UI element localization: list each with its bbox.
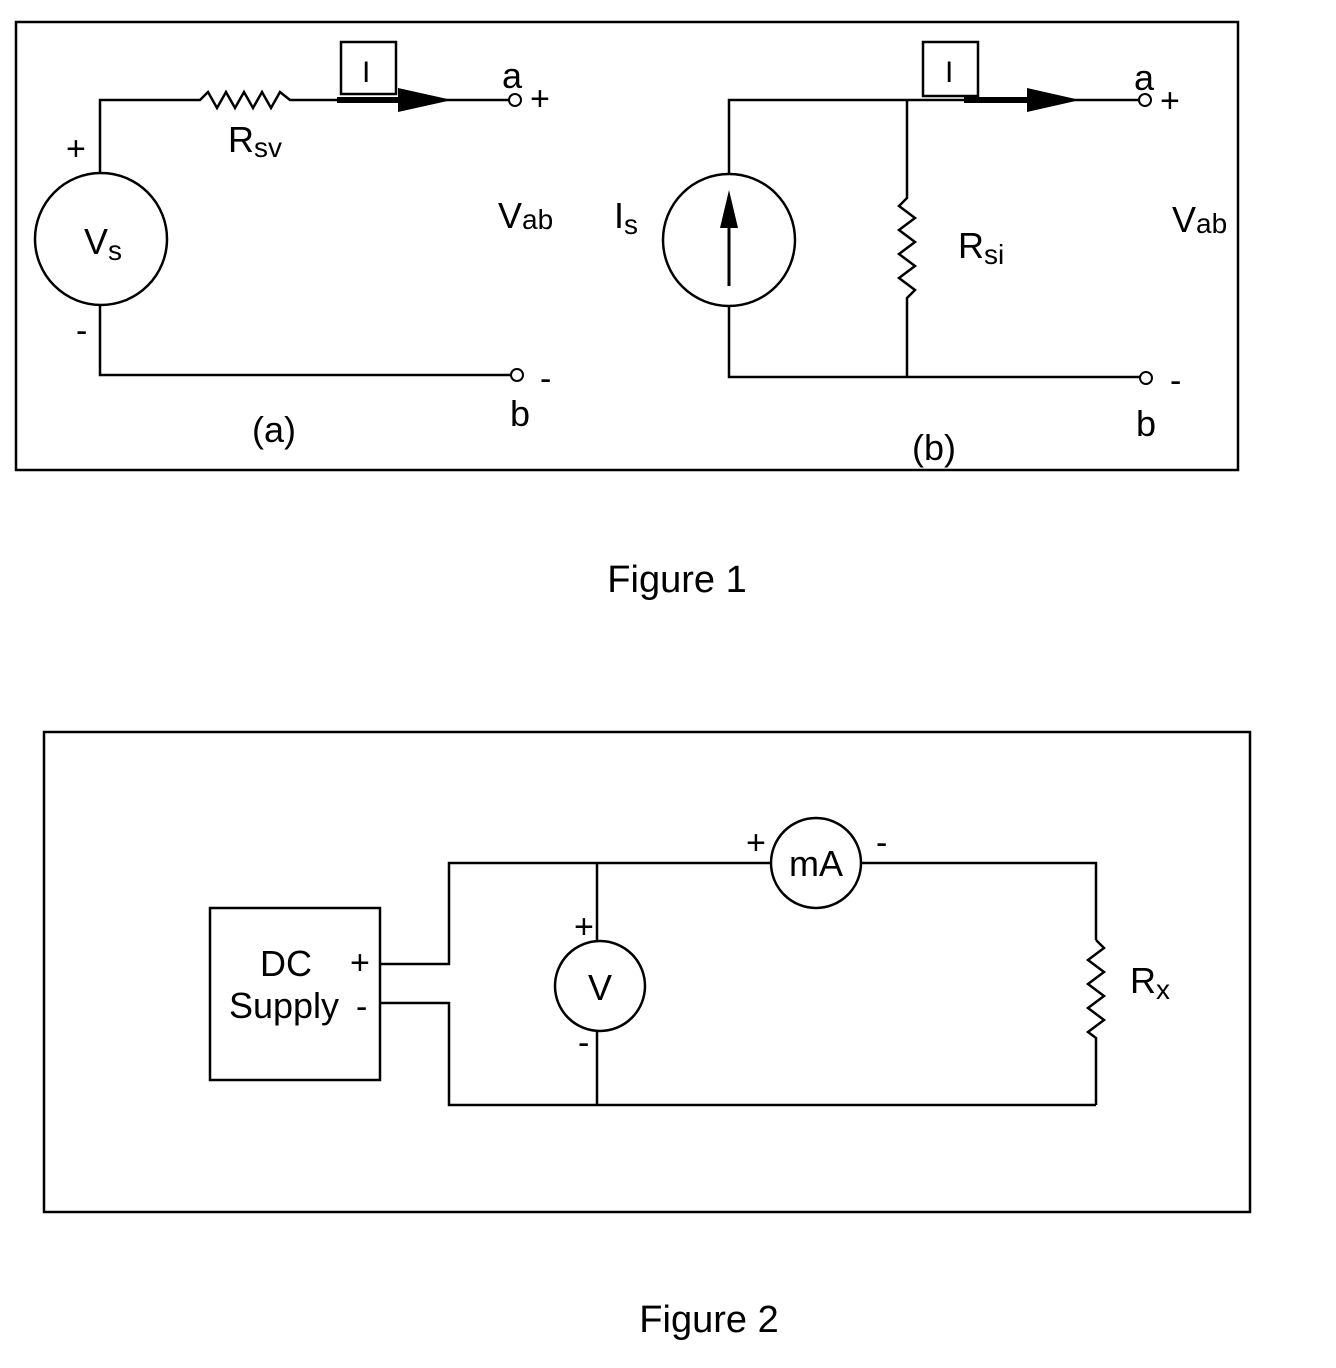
vab-label-b: Vab — [1172, 199, 1227, 240]
terminal-b-sign: - — [540, 360, 551, 398]
figure-1b-circuit — [661, 40, 1153, 385]
terminal-b-node — [510, 368, 524, 382]
wire-supply-negative — [380, 1001, 1096, 1107]
figure-2: DC Supply + - V + - mA + - Rx — [42, 730, 1252, 1214]
figure-2-frame — [42, 730, 1252, 1214]
source-is-label: Is — [614, 195, 638, 240]
terminal-a-node-b — [1138, 93, 1152, 107]
voltmeter-minus-sign: - — [578, 1024, 589, 1062]
voltmeter-plus-sign: + — [574, 908, 594, 946]
figure-1a-circuit — [33, 40, 524, 382]
current-source — [661, 172, 797, 308]
current-arrow-head — [398, 88, 452, 112]
resistor-rsi-label: Rsi — [958, 225, 1004, 270]
terminal-a-sign: + — [530, 80, 550, 118]
current-label-box — [339, 40, 398, 96]
figure-2-circuit — [208, 816, 1107, 1107]
ammeter-minus-sign: - — [876, 824, 887, 862]
terminal-a-sign-b: + — [1160, 82, 1180, 120]
figure-1-frame — [14, 20, 1240, 472]
terminal-b-label-b: b — [1136, 403, 1156, 444]
source-plus-sign: + — [66, 130, 86, 168]
current-label: I — [362, 56, 370, 89]
ammeter — [769, 816, 863, 910]
figure-1: Vs + - Rsv I a + Vab - b (a) I — [14, 20, 1240, 472]
resistor-rsv-label: Rsv — [228, 119, 282, 163]
dc-supply-minus-sign: - — [356, 988, 367, 1026]
current-label-b: I — [945, 56, 953, 89]
figure-2-caption: Figure 2 — [639, 1299, 778, 1341]
resistor-rsv — [174, 89, 340, 111]
voltage-source — [33, 171, 169, 307]
wire-ammeter-to-resistor — [861, 861, 1098, 940]
figure-1b-labels: Is Rsi I a + Vab - b (b) — [614, 56, 1227, 468]
current-arrow-head-b — [1027, 88, 1080, 112]
resistor-rx — [1085, 939, 1107, 1105]
resistor-rsi — [896, 100, 918, 377]
panel-a-label: (a) — [252, 409, 296, 450]
figure-1a-labels: Vs + - Rsv I a + Vab - b (a) — [66, 55, 553, 450]
wire-bottom-b — [727, 307, 1140, 379]
terminal-b-node-b — [1139, 371, 1153, 385]
ammeter-label: mA — [789, 843, 843, 884]
vab-label: Vab — [498, 195, 553, 236]
figure-1-caption: Figure 1 — [607, 559, 746, 601]
dc-supply-box — [208, 906, 382, 1082]
dc-supply-label-line2: Supply — [229, 985, 339, 1026]
terminal-a-node — [508, 93, 522, 107]
voltmeter-label: V — [588, 967, 612, 1008]
panel-b-label: (b) — [912, 427, 956, 468]
wire-bottom — [98, 306, 511, 377]
wire-top — [727, 98, 1140, 173]
source-vs-label: Vs — [84, 221, 122, 266]
resistor-rx-label: Rx — [1130, 960, 1170, 1005]
terminal-b-label: b — [510, 393, 530, 434]
ammeter-plus-sign: + — [746, 824, 766, 862]
current-source-arrow-head — [720, 190, 738, 228]
wire-supply-positive — [380, 861, 771, 966]
voltmeter — [553, 939, 647, 1033]
terminal-a-label: a — [502, 55, 523, 96]
current-label-box-b — [921, 40, 980, 98]
dc-supply-label-line1: DC — [260, 943, 312, 984]
terminal-b-sign-b: - — [1170, 362, 1181, 400]
figure-2-labels: DC Supply + - V + - mA + - Rx — [229, 824, 1170, 1062]
wire-source-to-resistor — [98, 98, 174, 172]
source-minus-sign: - — [76, 312, 87, 350]
terminal-a-label-b: a — [1134, 57, 1155, 98]
dc-supply-plus-sign: + — [350, 944, 370, 982]
